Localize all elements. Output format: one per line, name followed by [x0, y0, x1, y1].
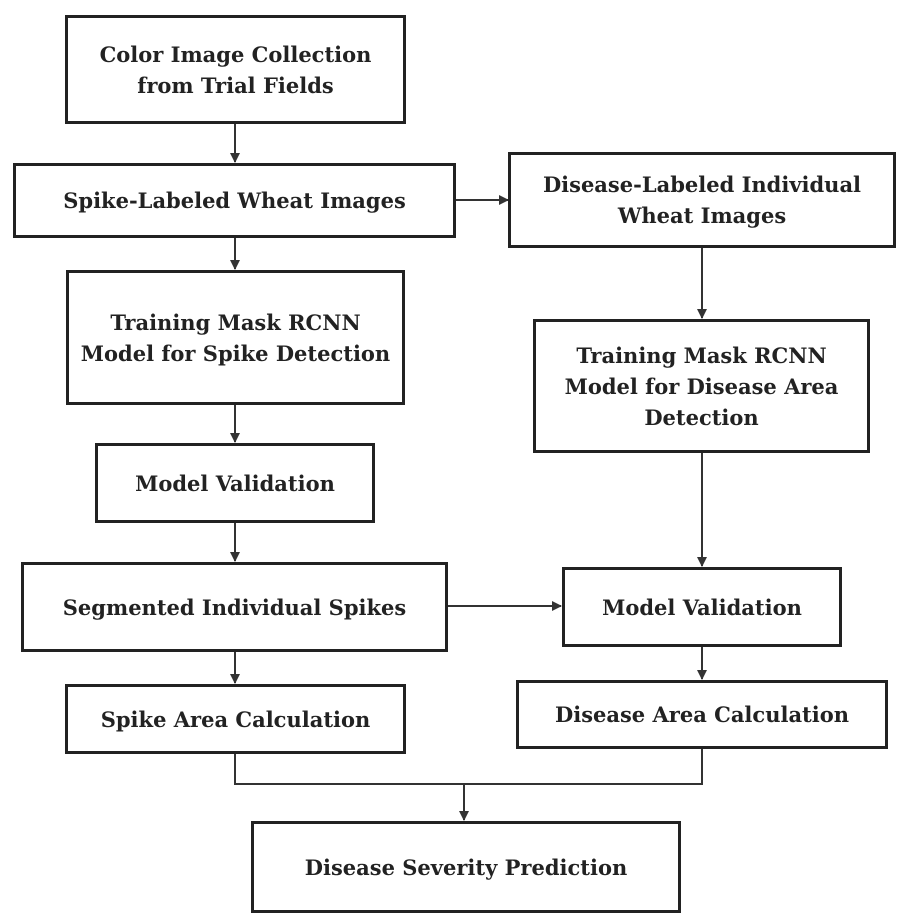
node-spike-labeled-wheat-images: Spike-Labeled Wheat Images — [13, 163, 456, 238]
edge-disease-area-to-severity — [464, 749, 703, 785]
edge-spike-area-to-severity — [234, 754, 464, 785]
node-disease-severity-prediction: Disease Severity Prediction — [251, 821, 681, 913]
node-spike-area-calculation: Spike Area Calculation — [65, 684, 406, 754]
node-segmented-individual-spikes: Segmented Individual Spikes — [21, 562, 448, 652]
node-disease-labeled-wheat-images: Disease-Labeled Individual Wheat Images — [508, 152, 896, 248]
node-model-validation-right: Model Validation — [562, 567, 842, 647]
node-color-image-collection: Color Image Collection from Trial Fields — [65, 15, 406, 124]
node-model-validation-left: Model Validation — [95, 443, 375, 523]
node-disease-area-calculation: Disease Area Calculation — [516, 680, 888, 749]
node-training-spike-detection: Training Mask RCNN Model for Spike Detec… — [66, 270, 405, 405]
node-training-disease-area-detection: Training Mask RCNN Model for Disease Are… — [533, 319, 870, 453]
